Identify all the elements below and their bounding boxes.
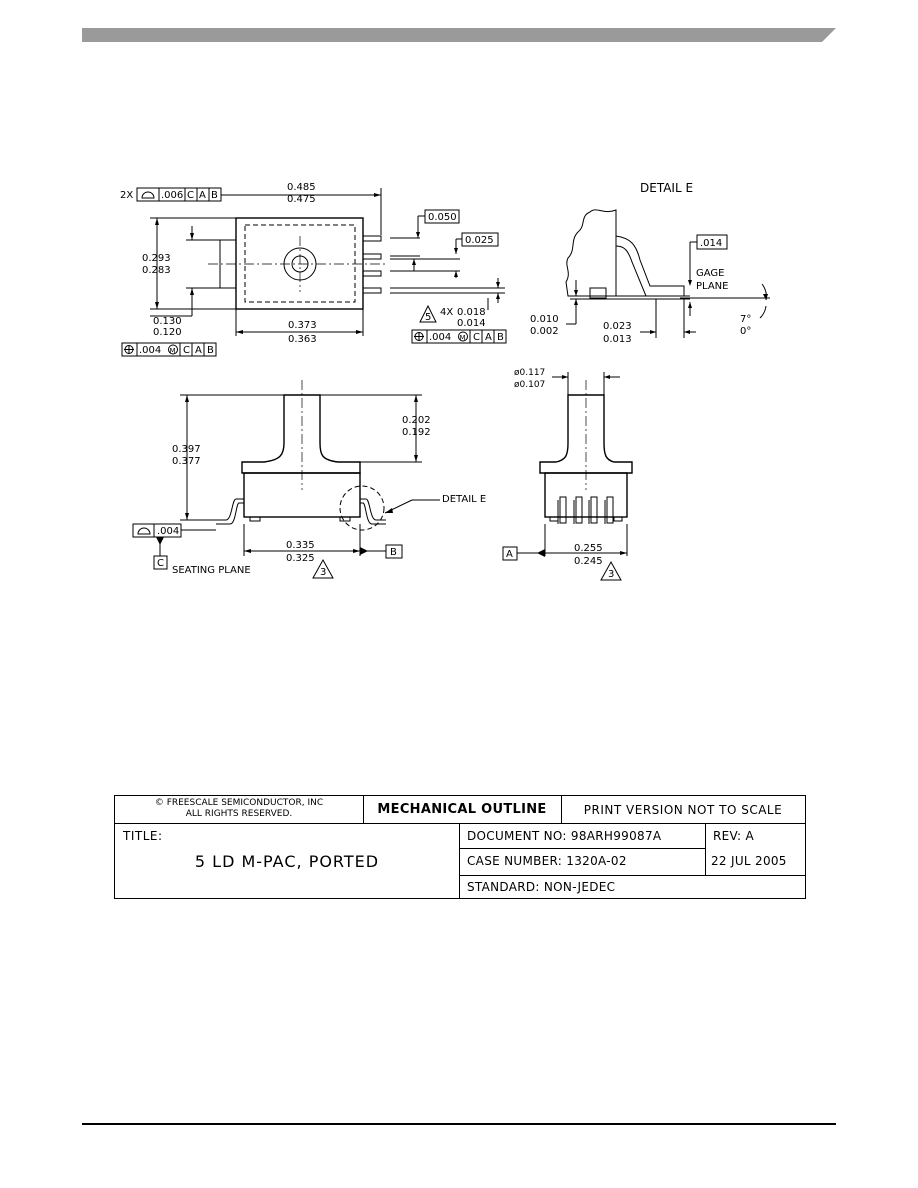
top-lead-width-max: 0.018: [457, 307, 486, 318]
top-pos2-datum-c: C: [473, 332, 480, 343]
document-no-cell: DOCUMENT NO: 98ARH99087A: [467, 829, 661, 843]
detail-e-gage-1: GAGE: [696, 268, 724, 279]
front-detail-callout: DETAIL E: [442, 494, 486, 505]
detail-e-dim-b-max: 0.023: [603, 321, 632, 332]
top-datum-c: C: [187, 190, 194, 201]
top-dim-body-max: 0.373: [288, 320, 317, 331]
front-dim-height-min: 0.377: [172, 456, 201, 467]
top-dim-height-min: 0.283: [142, 265, 171, 276]
title-value: 5 LD M-PAC, PORTED: [194, 852, 380, 871]
top-pos-datum-a: A: [195, 345, 202, 356]
front-dim-height-max: 0.397: [172, 444, 201, 455]
mechanical-drawing: 2X .006 C A B 0.485 0.475: [120, 181, 770, 581]
copyright-cell: © FREESCALE SEMICONDUCTOR, INC ALL RIGHT…: [115, 798, 363, 820]
document-no-label: DOCUMENT NO:: [467, 829, 567, 843]
detail-e-dim-a-max: 0.010: [530, 314, 559, 325]
detail-e-dim-a-min: 0.002: [530, 326, 559, 337]
top-view: 2X .006 C A B 0.485 0.475: [120, 182, 507, 357]
front-seating-datum: C: [157, 558, 164, 569]
top-flatness-note: 2X: [120, 190, 133, 201]
top-lead-width-note: 4X: [440, 307, 453, 318]
front-dim-width-min: 0.325: [286, 553, 315, 564]
detail-e-title: DETAIL E: [640, 181, 693, 195]
case-number-label: CASE NUMBER:: [467, 854, 563, 868]
top-position-tol-1: .004: [139, 345, 161, 356]
front-note-3: 3: [320, 567, 326, 578]
top-mmc-2: M: [460, 334, 466, 342]
front-dim-width-max: 0.335: [286, 540, 315, 551]
footer-rule: [82, 1123, 836, 1125]
top-note-5: 5: [425, 312, 431, 323]
top-position-tol-2: .004: [429, 332, 451, 343]
header-bar: [82, 28, 836, 42]
side-note-3: 3: [608, 569, 614, 580]
title-block: © FREESCALE SEMICONDUCTOR, INC ALL RIGHT…: [114, 795, 806, 899]
print-version: PRINT VERSION NOT TO SCALE: [583, 803, 783, 817]
front-dim-port-min: 0.192: [402, 427, 431, 438]
detail-e-view: DETAIL E .014 GAGE PLANE 0.010 0.002 0.0…: [530, 181, 770, 345]
top-lead-gap: 0.025: [465, 235, 494, 246]
detail-e-dim-b-min: 0.013: [603, 334, 632, 345]
top-pos2-datum-a: A: [485, 332, 492, 343]
top-flatness-value: .006: [161, 190, 183, 201]
copyright-line2: ALL RIGHTS RESERVED.: [185, 809, 293, 819]
top-dim-offset-min: 0.120: [153, 327, 182, 338]
top-lead-pitch: 0.050: [428, 212, 457, 223]
side-dim-width-min: 0.245: [574, 556, 603, 567]
case-number-cell: CASE NUMBER: 1320A-02: [467, 854, 627, 868]
date: 22 JUL 2005: [711, 854, 787, 868]
standard: NON-JEDEC: [543, 880, 616, 894]
rev: A: [745, 829, 755, 843]
top-dim-offset-max: 0.130: [153, 316, 182, 327]
top-pos-datum-c: C: [183, 345, 190, 356]
rev-label: REV:: [713, 829, 742, 843]
top-datum-b: B: [211, 190, 218, 201]
rev-cell: REV: A: [713, 829, 754, 843]
mechanical-outline: MECHANICAL OUTLINE: [377, 802, 547, 817]
top-pos-datum-b: B: [207, 345, 214, 356]
copyright-line1: © FREESCALE SEMICONDUCTOR, INC: [154, 798, 324, 808]
front-dim-port-max: 0.202: [402, 415, 431, 426]
side-datum-a: A: [506, 549, 513, 560]
front-datum-b: B: [390, 547, 397, 558]
top-dim-width-max: 0.485: [287, 182, 316, 193]
top-lead-width-min: 0.014: [457, 318, 486, 329]
side-dia-max: ø0.117: [514, 368, 545, 378]
side-dim-width-max: 0.255: [574, 543, 603, 554]
top-mmc-1: M: [170, 347, 176, 355]
top-dim-width-min: 0.475: [287, 194, 316, 205]
detail-e-gage-2: PLANE: [696, 281, 728, 292]
title-label: TITLE:: [123, 829, 163, 843]
top-dim-body-min: 0.363: [288, 334, 317, 345]
front-view: DETAIL E 0.397 0.377 0.202 0.192 .004 C …: [132, 380, 486, 579]
side-dia-min: ø0.107: [514, 380, 545, 390]
detail-e-angle-max: 7°: [740, 314, 751, 325]
top-dim-height-max: 0.293: [142, 253, 171, 264]
top-datum-a: A: [199, 190, 206, 201]
case-number: 1320A-02: [566, 854, 627, 868]
document-no: 98ARH99087A: [570, 829, 662, 843]
detail-e-angle-min: 0°: [740, 326, 751, 337]
detail-e-tol: .014: [700, 238, 722, 249]
front-flatness: .004: [157, 526, 179, 537]
side-view: ø0.117 ø0.107 A 0.255 0.245 3: [502, 368, 633, 581]
front-seating-plane: SEATING PLANE: [172, 565, 251, 576]
top-pos2-datum-b: B: [497, 332, 504, 343]
standard-label: STANDARD:: [467, 880, 540, 894]
standard-cell: STANDARD: NON-JEDEC: [467, 880, 615, 894]
